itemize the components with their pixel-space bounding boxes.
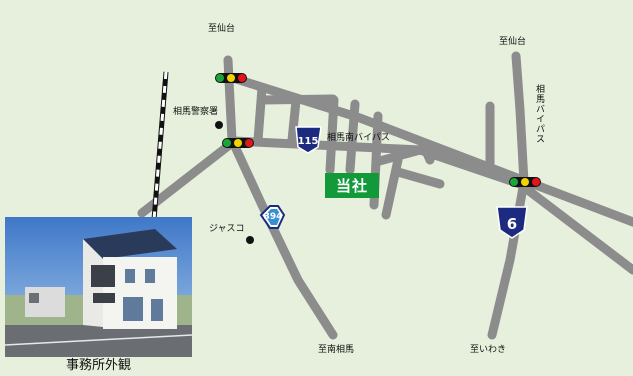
route-shield-icon: 394 [259,205,286,229]
road-grid-4 [345,99,360,175]
label-soma-bypass: 相馬バイパス [534,84,544,144]
traffic-signal-icon [215,73,247,83]
label-police-station: 相馬警察署 [173,107,219,117]
route-shield-icon: 6 [496,206,528,239]
road-grid-9 [257,94,338,105]
road-bypass-vertical [487,51,529,340]
label-soma-south-bypass: 相馬南バイパス [327,133,390,143]
label-to-iwaki: 至いわき [470,345,507,355]
road-grid-3 [325,95,339,175]
company-location-marker: 当社 [325,173,379,198]
route-shield-icon: 115 [295,126,322,154]
route-6-number: 6 [507,215,517,233]
label-to-sendai-right: 至仙台 [499,37,527,47]
photo-caption: 事務所外観 [65,358,131,373]
label-to-sendai-left: 至仙台 [208,24,236,34]
railway-line [150,71,169,233]
office-exterior-photo [5,217,192,357]
road-main-north-south [223,55,338,340]
label-jasco: ジャスコ [209,224,245,234]
road-grid-8 [393,167,445,189]
road-upper-east [228,73,633,227]
landmark-dot-icon [246,236,254,244]
route-394-number: 394 [264,212,283,222]
traffic-signal-icon [222,138,254,148]
traffic-signal-icon [509,177,541,187]
road-network [137,51,633,340]
landmark-dot-icon [215,121,223,129]
road-grid-7 [417,137,435,165]
road-grid-10 [371,145,425,167]
office-building-illustration [5,217,192,357]
road-grid-2 [287,96,301,145]
route-115-number: 115 [298,136,319,147]
label-to-minamisoma: 至南相馬 [318,345,355,355]
